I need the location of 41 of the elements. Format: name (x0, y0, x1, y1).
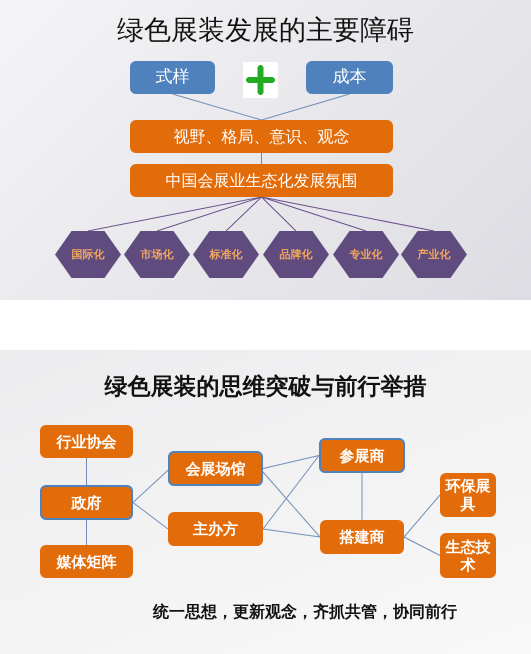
connector-line (262, 528, 320, 538)
connector-line (261, 94, 350, 120)
hexagon-node: 品牌化 (263, 231, 329, 278)
process-box: 参展商 (319, 438, 405, 473)
process-box: 视野、格局、意识、观念 (130, 120, 393, 153)
connector-line (404, 536, 440, 556)
connector-line (226, 196, 262, 232)
connector-line (261, 196, 296, 232)
section-heading: 绿色展装的思维突破与前行举措 (103, 373, 428, 402)
connector-line (262, 472, 320, 538)
connector-line (86, 458, 87, 486)
hexagon-node: 国际化 (55, 231, 121, 278)
slogan: 统一思想，更新观念，齐抓共管，协同前行 (152, 602, 458, 623)
connector-line (261, 196, 366, 232)
hexagon-node: 市场化 (124, 231, 190, 278)
process-box: 环保展具 (440, 473, 496, 517)
process-box: 政府 (40, 485, 133, 520)
hexagon-node: 专业化 (333, 231, 399, 278)
process-box: 媒体矩阵 (40, 545, 133, 578)
connector-line (262, 455, 320, 530)
connector-line (262, 455, 320, 469)
hexagon-node: 标准化 (193, 231, 259, 278)
process-box: 行业协会 (40, 425, 133, 458)
connector-line (132, 470, 168, 503)
process-box: 主办方 (168, 512, 263, 546)
connector-line (86, 520, 87, 546)
process-box: 会展场馆 (168, 451, 263, 486)
process-box: 生态技术 (440, 533, 496, 578)
title: 绿色展装发展的主要障碍 (116, 14, 415, 48)
connector-line (88, 196, 262, 232)
process-box: 式样 (130, 61, 215, 94)
process-box: 成本 (306, 61, 393, 94)
connector-line (261, 152, 262, 164)
process-box: 中国会展业生态化发展氛围 (130, 164, 393, 197)
connector-line (261, 196, 434, 232)
connector-line (172, 94, 262, 120)
hexagon-node: 产业化 (401, 231, 467, 278)
connector-line (156, 196, 262, 232)
connector-line (404, 494, 440, 538)
process-box: 搭建商 (320, 520, 404, 554)
connector-line (132, 502, 168, 530)
